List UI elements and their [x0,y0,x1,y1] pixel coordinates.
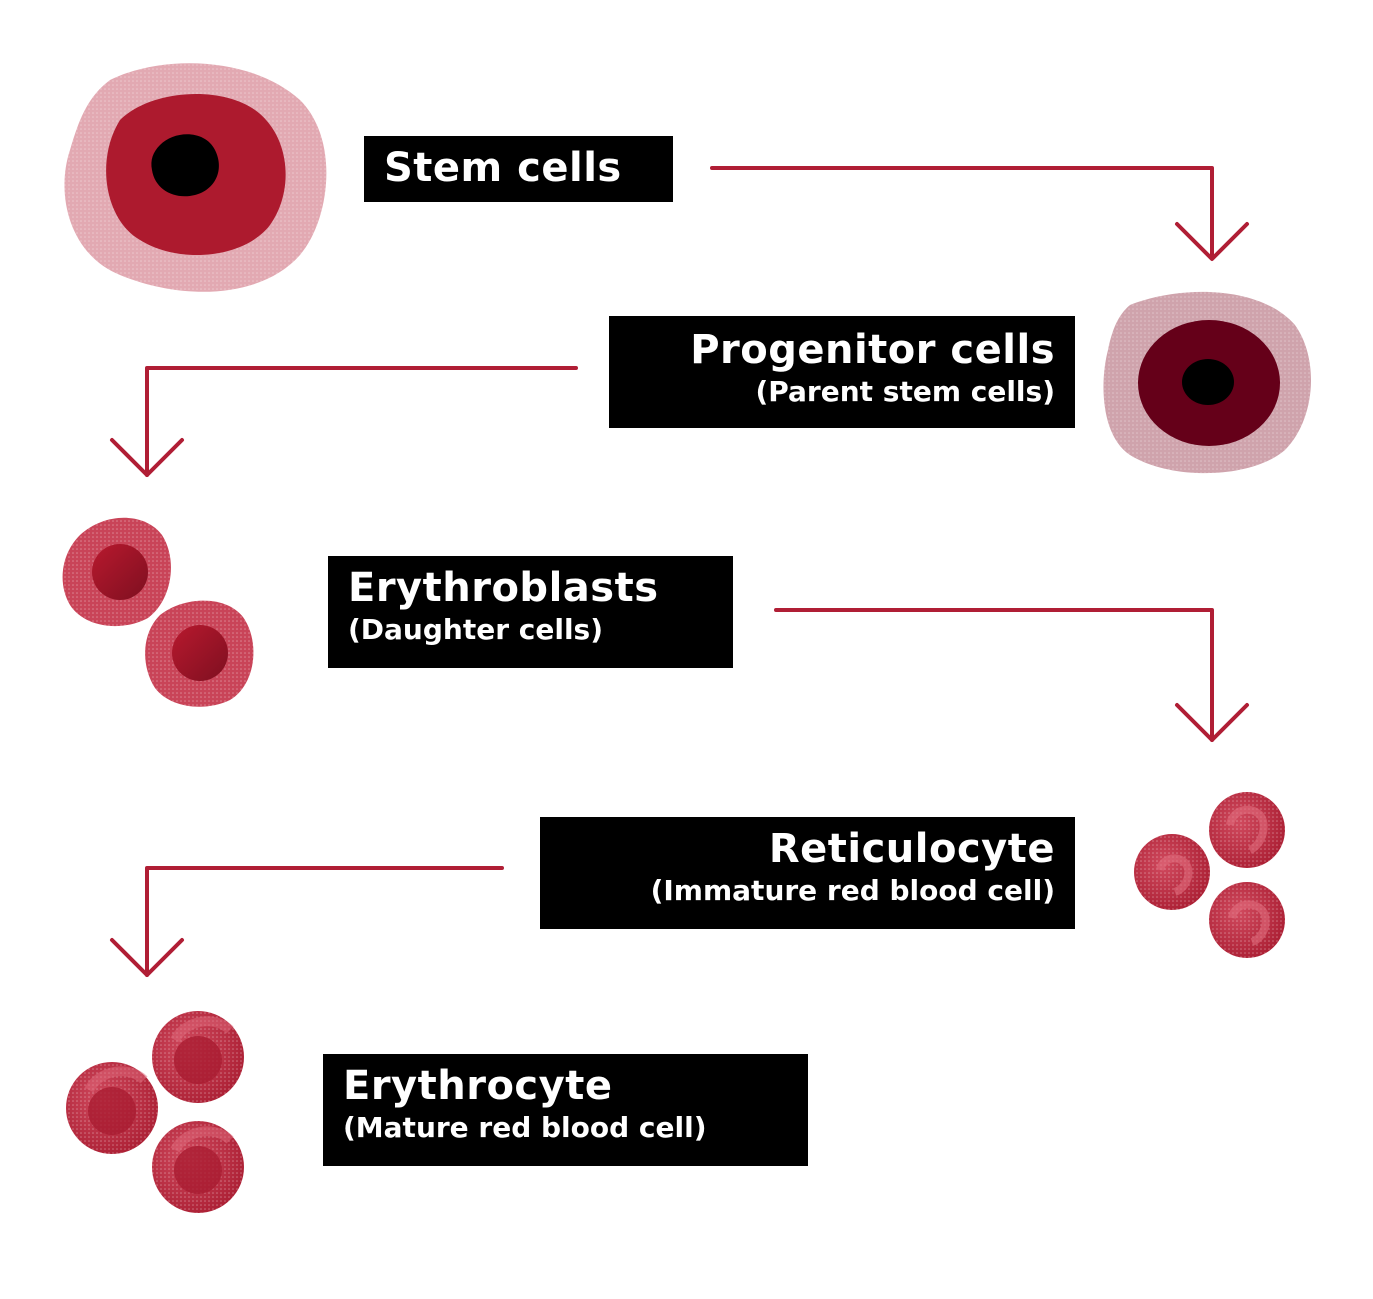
stage-title-reticulocyte: Reticulocyte [768,826,1055,872]
stage-title-erythrocyte: Erythrocyte [343,1063,613,1109]
stem-cell-illustration [64,63,327,292]
progenitor-cell-illustration [1103,291,1312,474]
stage-label-erythrocyte: Erythrocyte (Mature red blood cell) [323,1054,808,1166]
progenitor-cell-nucleus [1182,359,1234,405]
stage-subtitle-erythrocyte: (Mature red blood cell) [343,1111,707,1144]
erythroblast-nucleus-2 [172,625,228,681]
stage-title-progenitor: Progenitor cells [690,327,1055,373]
stage-label-progenitor: Progenitor cells (Parent stem cells) [609,316,1075,428]
stage-title-stem: Stem cells [384,145,622,191]
arrow-progenitor-to-erythroblasts [110,366,578,477]
stage-label-reticulocyte: Reticulocyte (Immature red blood cell) [540,817,1075,929]
arrow-erythroblasts-to-reticulocyte [774,608,1249,742]
reticulocyte-illustration [1134,792,1285,958]
erythroblast-nucleus-1 [92,544,148,600]
erythroblast-illustration [62,517,254,707]
stage-label-stem: Stem cells [364,136,673,202]
arrow-reticulocyte-to-erythrocyte [110,866,504,977]
arrow-stem-to-progenitor [710,166,1249,261]
arrows [110,166,1249,977]
stage-subtitle-reticulocyte: (Immature red blood cell) [650,874,1055,907]
stage-label-erythroblasts: Erythroblasts (Daughter cells) [328,556,733,668]
stem-cell-nucleus [151,134,219,197]
stage-title-erythroblasts: Erythroblasts [348,565,659,611]
erythrocyte-illustration [66,1011,244,1213]
stage-subtitle-progenitor: (Parent stem cells) [755,375,1055,408]
stage-subtitle-erythroblasts: (Daughter cells) [348,613,604,646]
